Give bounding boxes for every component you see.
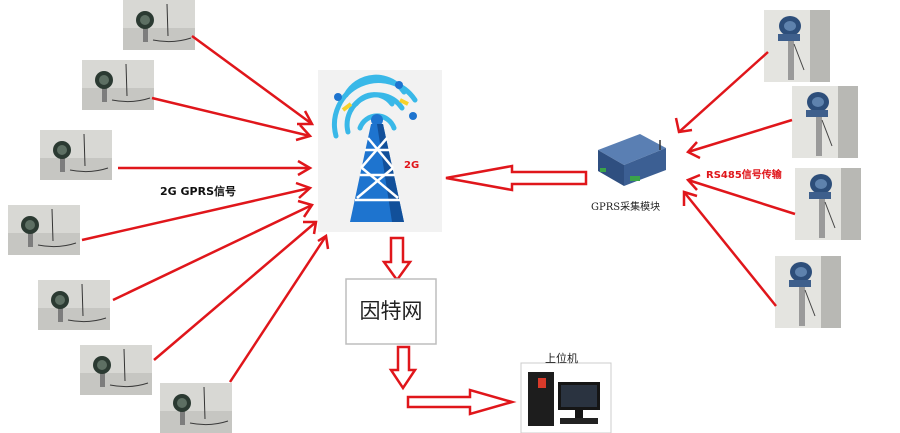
signal-arrows-right <box>674 51 796 307</box>
internet-box <box>345 278 437 345</box>
gprs-module-icon <box>598 134 666 186</box>
gprs-signal-label: 2G GPRS信号 <box>160 185 236 198</box>
arrow-to-host-pc <box>406 388 517 416</box>
host-pc-label: 上位机 <box>545 352 578 365</box>
signal-tower-icon <box>318 70 442 232</box>
sensor-photo-2 <box>81 59 155 111</box>
sensor-photo-5 <box>37 279 111 331</box>
tower-band-label: 2G <box>404 160 420 171</box>
arrow-module-to-tower <box>445 164 588 192</box>
internet-label: 因特网 <box>359 299 423 323</box>
sensor-photo-3 <box>39 129 113 181</box>
signal-arrows-left <box>81 34 330 383</box>
sensor-photo-7 <box>159 382 233 433</box>
sensor-photo-4 <box>7 204 81 256</box>
sensor-photo-8 <box>763 9 831 83</box>
arrow-internet-down <box>388 345 418 391</box>
desktop-computer-icon <box>520 362 612 433</box>
sensor-photo-10 <box>794 167 862 241</box>
sensor-photo-11 <box>774 255 842 329</box>
sensor-photo-6 <box>79 344 153 396</box>
sensor-photo-9 <box>791 85 859 159</box>
gprs-module-label: GPRS采集模块 <box>591 202 661 213</box>
sensor-photo-1 <box>122 0 196 51</box>
arrow-tower-to-internet <box>381 236 413 283</box>
rs485-label: RS485信号传输 <box>706 170 782 181</box>
